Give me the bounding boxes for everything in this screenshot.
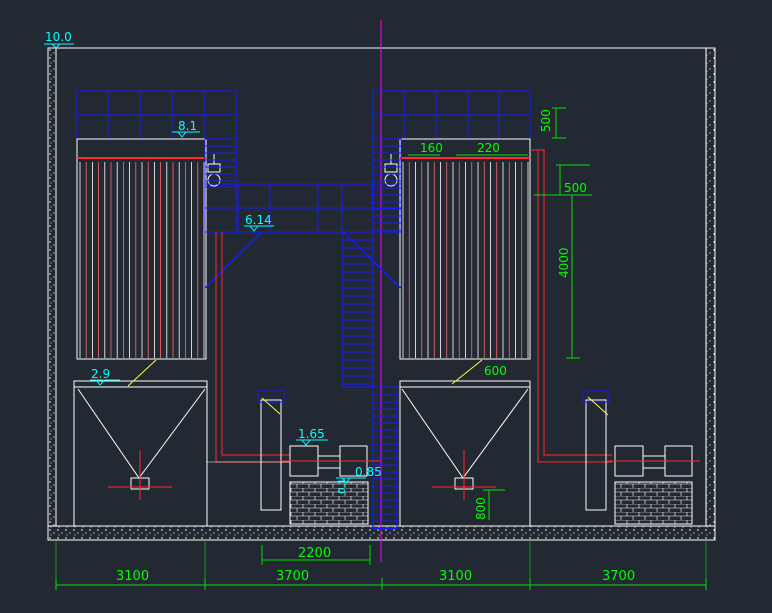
elevation-small-b: 0.1 xyxy=(337,478,348,494)
elevation-pump-base: 1.65 xyxy=(298,427,325,441)
right-hopper-band xyxy=(399,380,531,388)
elevation-left-hopper: 2.9 xyxy=(91,367,110,381)
left-hopper-band xyxy=(73,380,208,388)
right-hopper xyxy=(399,386,531,527)
right-valve-cross xyxy=(432,450,496,500)
left-filter-bags xyxy=(79,162,205,358)
right-filter-bags xyxy=(402,162,529,358)
left-brace xyxy=(204,231,263,289)
dim-bay-1: 3100 xyxy=(116,569,149,584)
fan-left xyxy=(257,390,285,511)
right-collector-body xyxy=(399,138,531,360)
right-brace xyxy=(342,231,402,289)
right-dust-collector xyxy=(372,90,531,527)
elevation-walkway: 6.14 xyxy=(245,213,272,227)
left-hopper-leader xyxy=(127,359,157,387)
elevation-small-a: 0.85 xyxy=(355,465,382,479)
duct-pipes xyxy=(206,149,612,463)
dim-pump-width: 2200 xyxy=(298,546,331,561)
right-wall xyxy=(705,47,716,527)
dim-right-gap: 500 xyxy=(564,181,587,195)
right-hopper-leader xyxy=(451,359,483,385)
elevation-top: 10.0 xyxy=(45,30,72,44)
left-top-grid xyxy=(76,91,236,139)
dim-top-gap: 500 xyxy=(539,109,553,132)
left-dust-collector xyxy=(73,90,237,527)
stair-tower xyxy=(205,138,402,530)
motor-right xyxy=(606,445,700,525)
left-collector-body xyxy=(76,138,207,360)
elevation-left-roof: 8.1 xyxy=(178,119,197,133)
motor-left xyxy=(280,445,380,525)
dim-offset-a: 160 xyxy=(420,141,443,155)
dim-bay-3: 3100 xyxy=(439,569,472,584)
dim-bay-2: 3700 xyxy=(276,569,309,584)
walkway-platform xyxy=(204,138,402,289)
elevation-marks xyxy=(44,43,366,484)
extension-lines xyxy=(55,540,707,590)
dim-bay-4: 3700 xyxy=(602,569,635,584)
dim-base-height: 800 xyxy=(474,497,488,520)
left-wall xyxy=(47,47,57,527)
right-top-grid xyxy=(373,91,530,139)
dim-offset-b: 220 xyxy=(477,141,500,155)
fan-right xyxy=(582,390,610,511)
left-valve-cross xyxy=(108,450,172,500)
dim-bag-height: 4000 xyxy=(557,247,571,278)
dim-hopper-offset: 600 xyxy=(484,364,507,378)
